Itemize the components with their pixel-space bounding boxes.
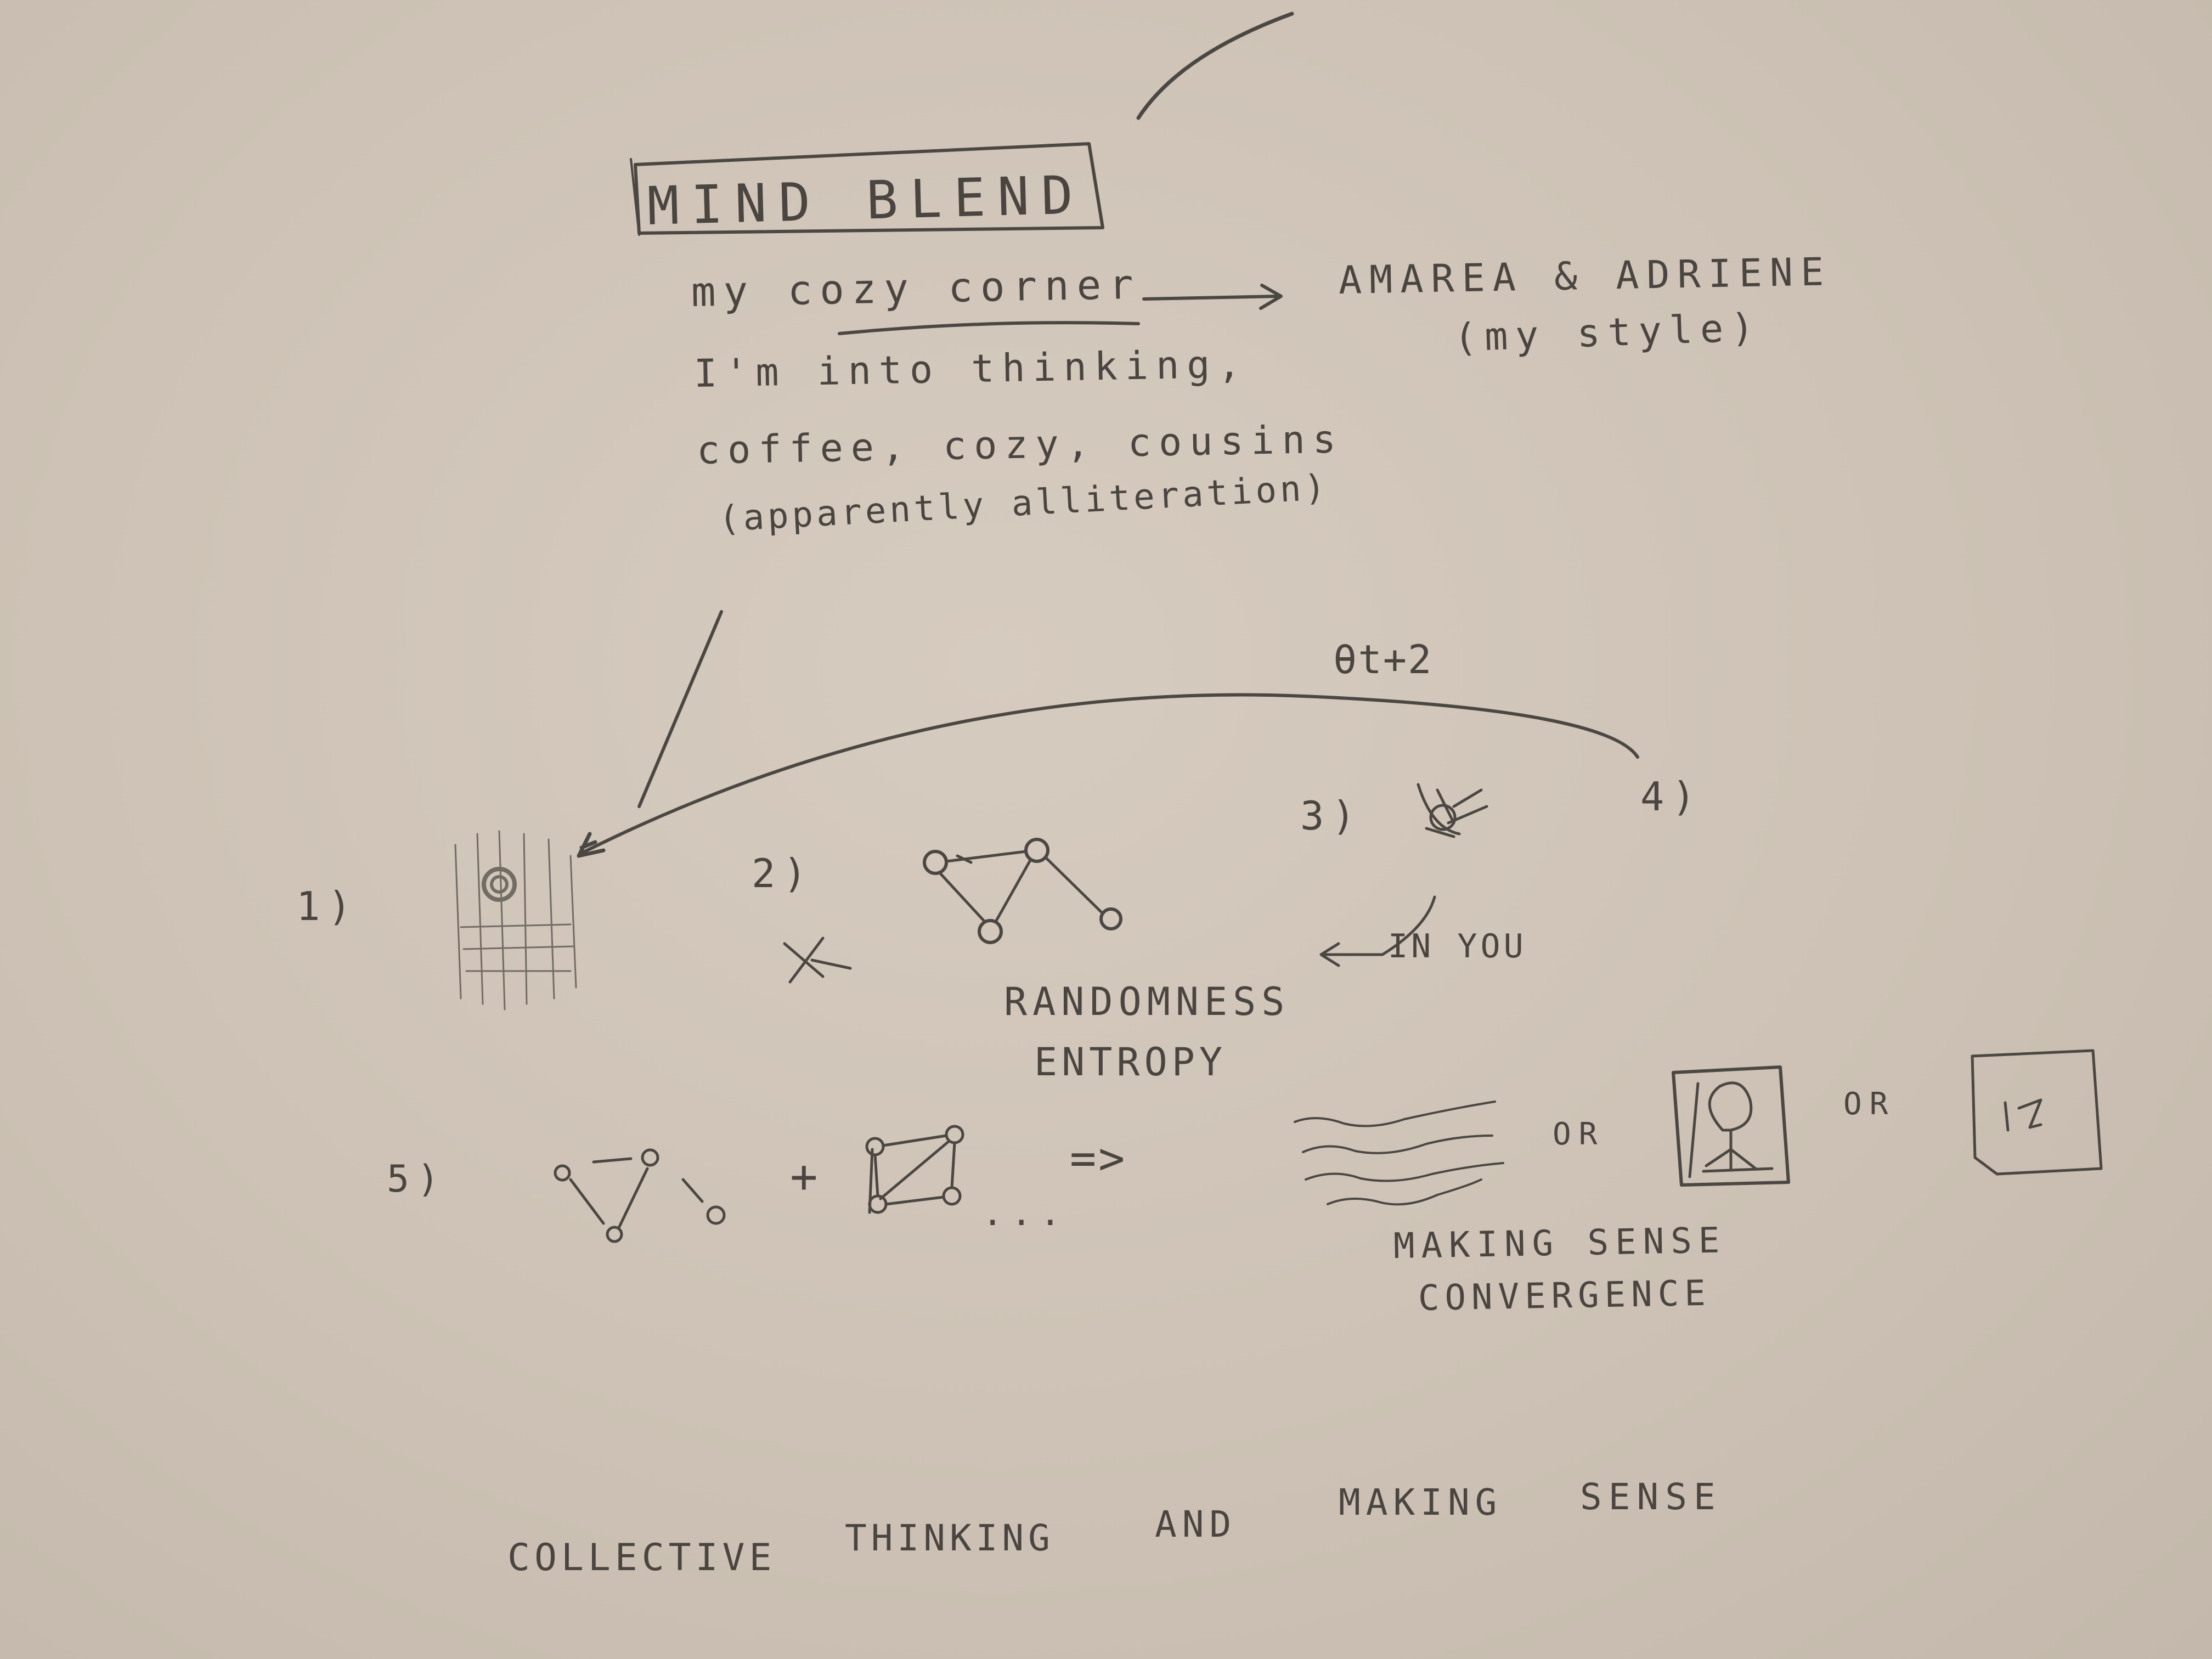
or-label-2: OR bbox=[1843, 1086, 1896, 1122]
scribble-x bbox=[783, 936, 852, 984]
title-mind-blend: MIND BLEND bbox=[646, 164, 1086, 237]
footer-and: AND bbox=[1155, 1503, 1237, 1545]
theta-arc bbox=[580, 693, 1639, 855]
scribble-item-3 bbox=[1417, 783, 1488, 838]
framed-tree-icon bbox=[1672, 1065, 1790, 1187]
line-cozy-corner: my cozy corner bbox=[691, 261, 1142, 316]
randomness-label: RANDOMNESS bbox=[1004, 979, 1290, 1024]
framed-box-icon bbox=[1971, 1049, 2103, 1176]
network-item-5 bbox=[554, 1148, 726, 1243]
ellipsis: ... bbox=[982, 1193, 1069, 1234]
theta-label: θt+2 bbox=[1333, 636, 1433, 682]
step-5-label: 5) bbox=[387, 1158, 447, 1201]
footer-thinking: THINKING bbox=[845, 1517, 1054, 1559]
title-box bbox=[634, 142, 1104, 235]
step-1-label: 1) bbox=[296, 883, 359, 929]
implies-arrow: => bbox=[1070, 1133, 1127, 1184]
wavy-lines bbox=[1294, 1101, 1504, 1206]
step-4-label: 4) bbox=[1640, 774, 1703, 820]
pointer-line bbox=[637, 610, 723, 808]
plus-sign: + bbox=[790, 1149, 826, 1203]
network-item-2 bbox=[923, 838, 1122, 944]
entropy-label: ENTROPY bbox=[1034, 1040, 1227, 1085]
top-arc-stroke bbox=[1136, 12, 1294, 120]
step-3-label: 3) bbox=[1300, 793, 1363, 839]
footer-sense: SENSE bbox=[1580, 1476, 1722, 1518]
cozy-underline bbox=[838, 321, 1140, 335]
footer-collective: COLLECTIVE bbox=[507, 1536, 776, 1579]
or-label-1: OR bbox=[1553, 1116, 1605, 1152]
square-network-item-5 bbox=[865, 1125, 964, 1214]
in-you-arrow bbox=[1319, 895, 1436, 967]
arc-arrowhead bbox=[577, 832, 606, 858]
in-you-label: IN YOU bbox=[1388, 927, 1527, 966]
arrow-to-names bbox=[1142, 284, 1283, 310]
line-names: AMAREA & ADRIENE bbox=[1338, 249, 1832, 303]
footer-making: MAKING bbox=[1339, 1481, 1503, 1523]
making-sense-label: MAKING SENSE bbox=[1393, 1220, 1726, 1267]
figure-item-1 bbox=[454, 830, 577, 1011]
convergence-label: CONVERGENCE bbox=[1418, 1273, 1712, 1319]
step-2-label: 2) bbox=[752, 850, 815, 896]
